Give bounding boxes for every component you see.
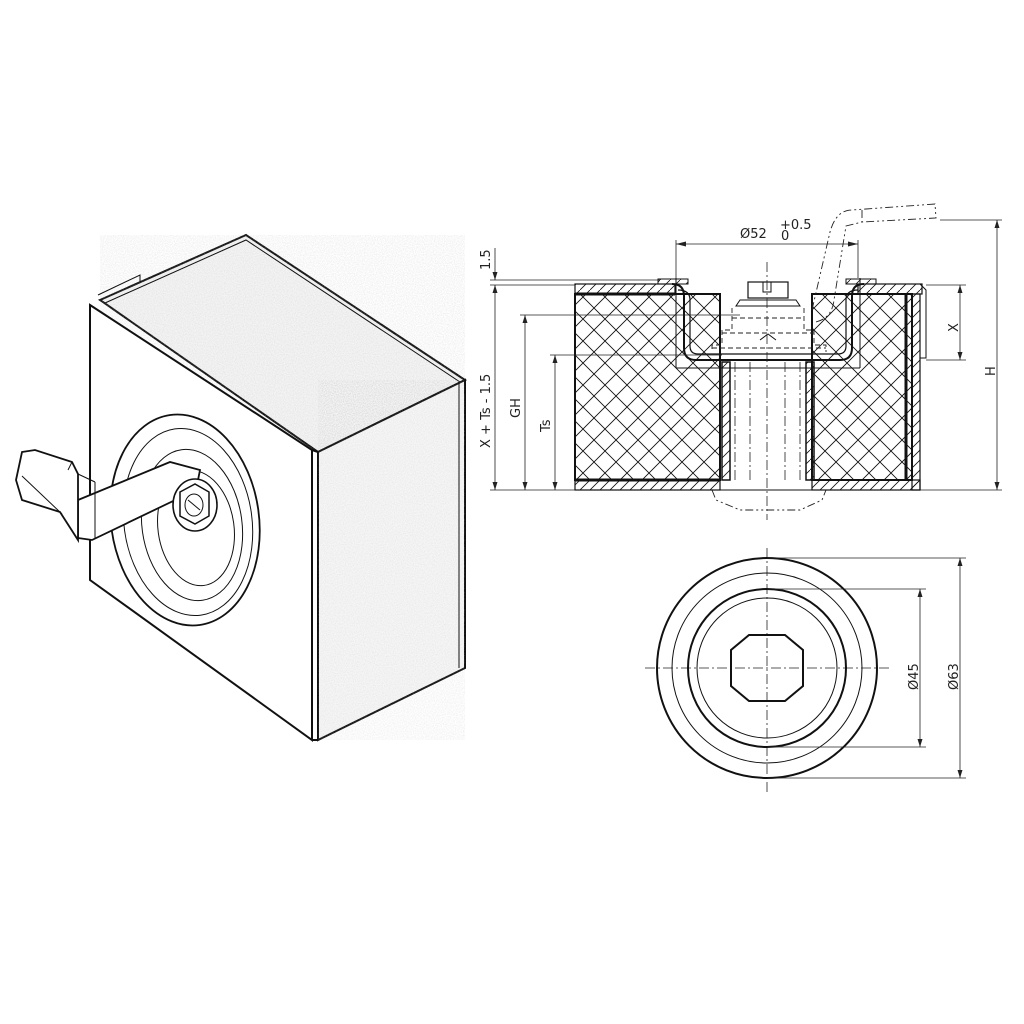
dim-tol-lower: 0 xyxy=(781,229,789,244)
dim-tol-upper: +0.5 xyxy=(780,218,812,233)
dim-label-h: H xyxy=(984,366,999,376)
lever-handle xyxy=(15,449,202,544)
ring-4 xyxy=(696,597,838,739)
hex-nut xyxy=(172,478,218,532)
lock-mechanism xyxy=(711,281,827,352)
insulation-right xyxy=(811,283,927,491)
lock-cup xyxy=(657,278,877,369)
dim-label-1-5: 1.5 xyxy=(479,249,494,270)
dim-diameter-63: Ø63 xyxy=(767,557,966,779)
phantom-handle xyxy=(811,203,937,323)
section-view: Ø52 +0.5 0 1.5 X + Ts - 1.5 GH xyxy=(479,203,1002,520)
lock-shaft xyxy=(710,361,828,511)
dim-diameter-45: Ø45 xyxy=(767,588,926,748)
dim-label-x: X xyxy=(947,323,962,332)
dim-label-x-ts: X + Ts - 1.5 xyxy=(479,374,494,448)
insulation-left xyxy=(574,283,721,491)
dim-label-52: Ø52 xyxy=(740,227,767,242)
dim-diameter-52: Ø52 +0.5 0 xyxy=(675,218,859,278)
dim-gh: GH xyxy=(509,314,740,490)
dim-thickness: 1.5 xyxy=(479,248,660,286)
ring-2 xyxy=(671,572,863,764)
box-top-face xyxy=(97,233,468,454)
box-right-face xyxy=(311,378,466,742)
dim-x-ts: X + Ts - 1.5 xyxy=(479,285,575,491)
square-drive xyxy=(730,634,804,702)
dim-x: X xyxy=(926,284,966,361)
top-view: Ø45 Ø63 xyxy=(645,548,966,792)
isometric-view xyxy=(15,233,468,742)
dim-ts: Ts xyxy=(539,354,722,490)
dim-label-gh: GH xyxy=(509,398,524,418)
dim-label-45: Ø45 xyxy=(907,663,922,690)
dim-label-ts: Ts xyxy=(539,419,554,433)
dim-label-63: Ø63 xyxy=(947,663,962,690)
dim-h: H xyxy=(920,219,1002,491)
